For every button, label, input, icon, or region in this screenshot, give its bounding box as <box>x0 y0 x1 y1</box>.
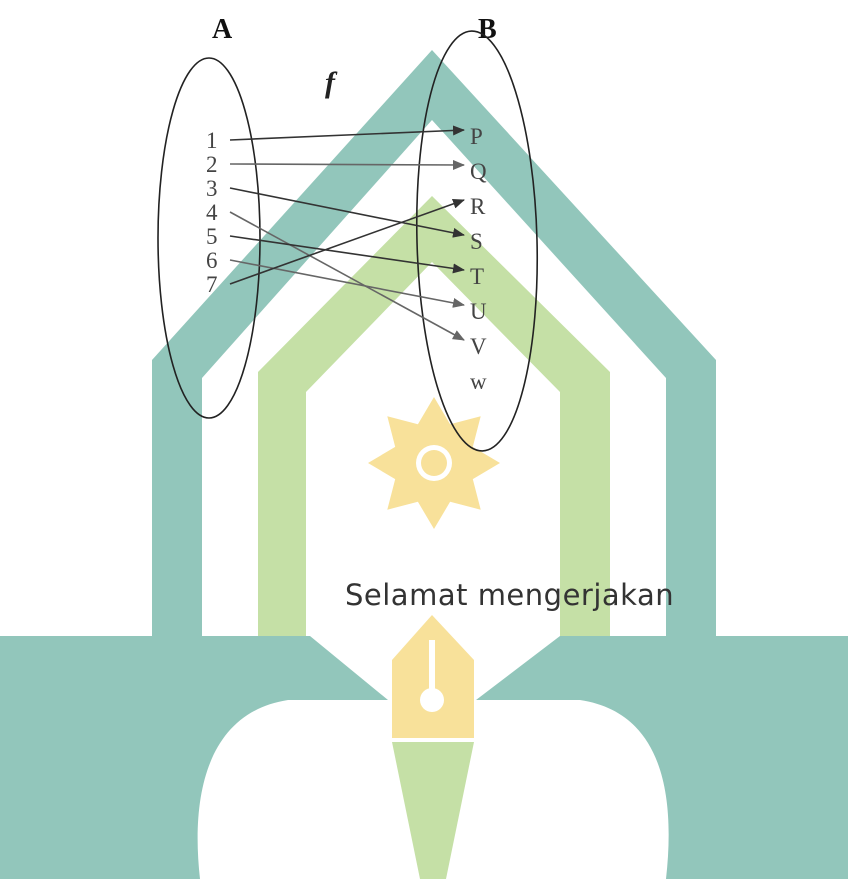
set-b-element-R: R <box>470 194 486 219</box>
set-b-element-S: S <box>470 229 483 254</box>
watermark-center-base <box>392 742 474 879</box>
watermark-outer-arch <box>152 50 716 636</box>
set-b-element-U: U <box>470 299 487 324</box>
set-a-element-7: 7 <box>206 272 218 297</box>
watermark-nib-slit <box>429 640 435 692</box>
set-b-element-P: P <box>470 124 483 149</box>
arrow-1-to-P <box>230 130 464 140</box>
function-label: f <box>325 66 338 99</box>
watermark-left-wing <box>0 636 388 879</box>
set-b-element-W: w <box>470 369 487 394</box>
set-b-element-T: T <box>470 264 484 289</box>
set-b-element-Q: Q <box>470 159 487 184</box>
set-b-element-V: V <box>470 334 487 359</box>
set-a-element-6: 6 <box>206 248 218 273</box>
set-a-element-4: 4 <box>206 200 218 225</box>
set-a-element-5: 5 <box>206 224 218 249</box>
caption-text: Selamat mengerjakan <box>345 578 674 612</box>
arrow-2-to-Q <box>230 164 464 165</box>
set-a-element-2: 2 <box>206 152 218 177</box>
watermark-star-dot <box>421 450 447 476</box>
set-a-element-1: 1 <box>206 128 218 153</box>
watermark-right-wing <box>476 636 848 879</box>
watermark-logo <box>0 50 848 879</box>
set-b-title: B <box>478 14 497 45</box>
set-a-element-3: 3 <box>206 176 218 201</box>
set-a-title: A <box>212 14 233 45</box>
